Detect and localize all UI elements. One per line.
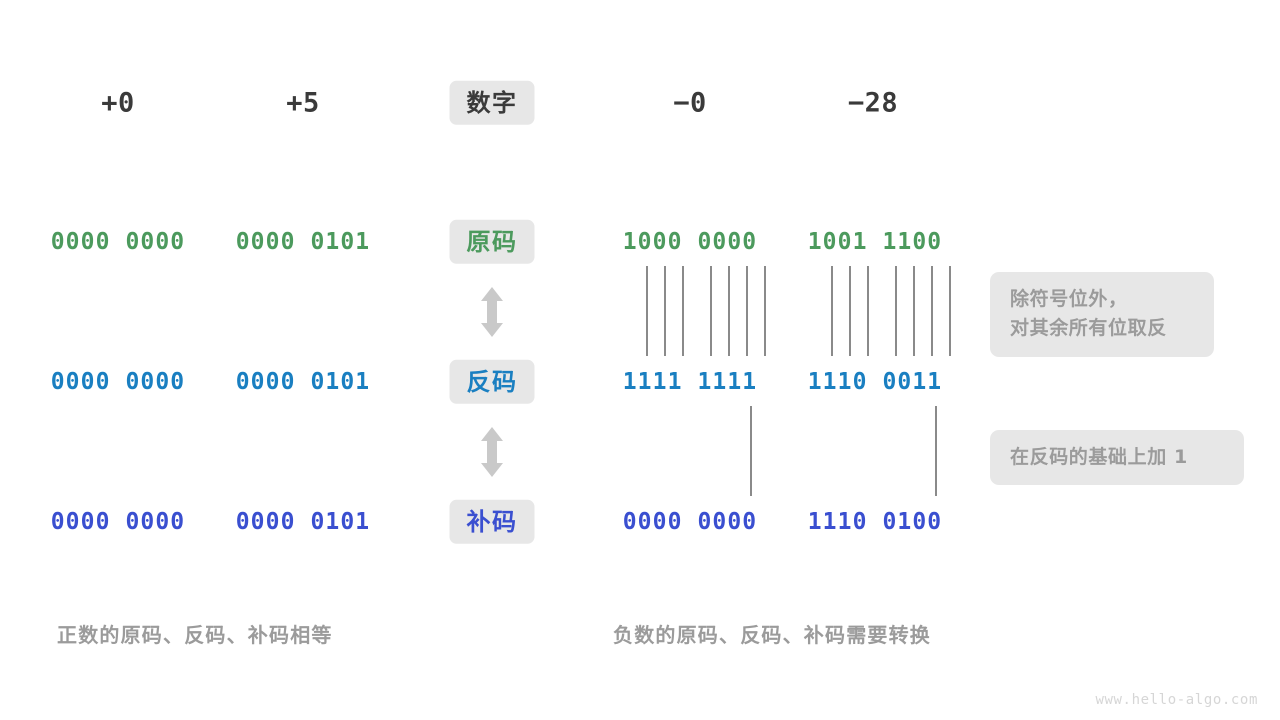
sign-magnitude-minus-zero-bits: 1000 0000 <box>622 229 758 255</box>
sign-magnitude-plus-zero-bits: 0000 0000 <box>50 229 186 255</box>
invert-tick <box>913 266 915 356</box>
carry-tick <box>935 406 937 496</box>
row-label-number: 数字 <box>449 80 535 126</box>
note-add-one: 在反码的基础上加 1 <box>990 430 1244 486</box>
invert-tick <box>682 266 684 356</box>
invert-tick <box>710 266 712 356</box>
carry-tick <box>750 406 752 496</box>
ones-complement-minus-zero-bits: 1111 1111 <box>622 369 758 395</box>
twos-complement-plus-zero-bits: 0000 0000 <box>50 509 186 535</box>
site-watermark: www.hello-algo.com <box>1095 692 1258 708</box>
sign-magnitude-minus-twentyeight-bits: 1001 1100 <box>807 229 943 255</box>
header-number-minus-twentyeight: −28 <box>847 87 899 119</box>
invert-tick <box>764 266 766 356</box>
header-number-plus-five: +5 <box>286 87 320 119</box>
updown-arrow-icon <box>478 426 506 482</box>
row-label-sign-magnitude: 原码 <box>449 219 535 265</box>
updown-arrow-icon <box>478 286 506 342</box>
ones-complement-plus-zero-bits: 0000 0000 <box>50 369 186 395</box>
header-number-plus-zero: +0 <box>101 87 135 119</box>
row-label-twos-complement: 补码 <box>449 499 535 545</box>
invert-tick <box>664 266 666 356</box>
invert-tick <box>646 266 648 356</box>
header-number-minus-zero: −0 <box>673 87 707 119</box>
invert-tick <box>831 266 833 356</box>
invert-tick <box>746 266 748 356</box>
ones-complement-minus-twentyeight-bits: 1110 0011 <box>807 369 943 395</box>
row-label-ones-complement: 反码 <box>449 359 535 405</box>
twos-complement-minus-zero-bits: 0000 0000 <box>622 509 758 535</box>
twos-complement-minus-twentyeight-bits: 1110 0100 <box>807 509 943 535</box>
invert-tick <box>895 266 897 356</box>
invert-tick <box>931 266 933 356</box>
ones-complement-plus-five-bits: 0000 0101 <box>235 369 371 395</box>
invert-tick <box>949 266 951 356</box>
invert-tick <box>849 266 851 356</box>
twos-complement-plus-five-bits: 0000 0101 <box>235 509 371 535</box>
invert-tick <box>728 266 730 356</box>
sign-magnitude-plus-five-bits: 0000 0101 <box>235 229 371 255</box>
note-invert-bits: 除符号位外， 对其余所有位取反 <box>990 272 1214 357</box>
invert-tick <box>867 266 869 356</box>
caption-positive: 正数的原码、反码、补码相等 <box>57 623 333 647</box>
caption-negative: 负数的原码、反码、补码需要转换 <box>613 623 931 647</box>
